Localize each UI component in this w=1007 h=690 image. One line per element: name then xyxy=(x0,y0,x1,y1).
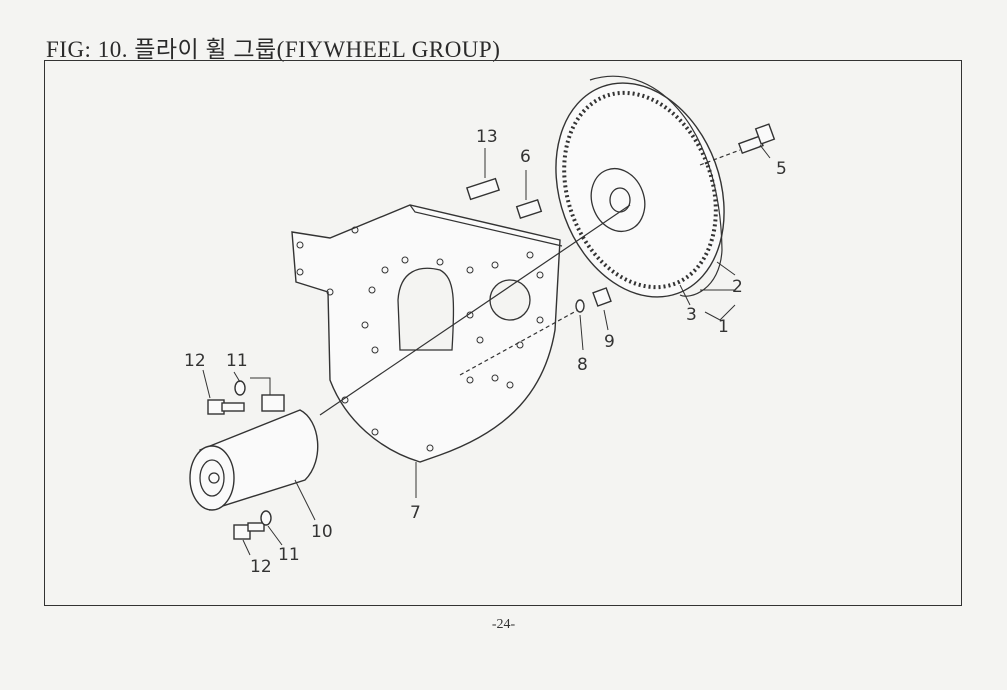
rear-plate xyxy=(291,204,631,463)
page-number: -24- xyxy=(491,617,516,632)
callout-12-upper: 12 xyxy=(184,351,206,371)
washer-upper xyxy=(234,380,246,396)
callout-11-lower: 11 xyxy=(278,545,300,565)
figure-title: FIG: 10. 플라이 휠 그룹(FIYWHEEL GROUP) xyxy=(46,37,501,62)
washer-lower xyxy=(260,510,272,526)
callout-11-upper: 11 xyxy=(226,351,248,371)
starter-bolt-lower xyxy=(233,522,265,540)
flywheel-bolt xyxy=(699,123,776,166)
leader-lines xyxy=(202,144,771,556)
diagram-frame xyxy=(44,60,962,606)
pin xyxy=(515,199,543,219)
callout-12-lower: 12 xyxy=(250,557,272,577)
starter-bolt-upper xyxy=(207,399,245,415)
callout-3: 3 xyxy=(686,305,697,325)
callout-8: 8 xyxy=(577,355,588,375)
starter-motor xyxy=(189,394,319,511)
flywheel xyxy=(555,75,725,298)
callout-5: 5 xyxy=(776,159,787,179)
plate-washer xyxy=(459,299,585,376)
callout-2: 2 xyxy=(732,277,743,297)
plate-bolt xyxy=(592,287,612,307)
callout-13: 13 xyxy=(476,127,498,147)
callout-6: 6 xyxy=(520,147,531,167)
callout-1: 1 xyxy=(718,317,729,337)
callout-9: 9 xyxy=(604,332,615,352)
callout-7: 7 xyxy=(410,503,421,523)
callout-10: 10 xyxy=(311,522,333,542)
dowel-pin xyxy=(465,177,501,201)
